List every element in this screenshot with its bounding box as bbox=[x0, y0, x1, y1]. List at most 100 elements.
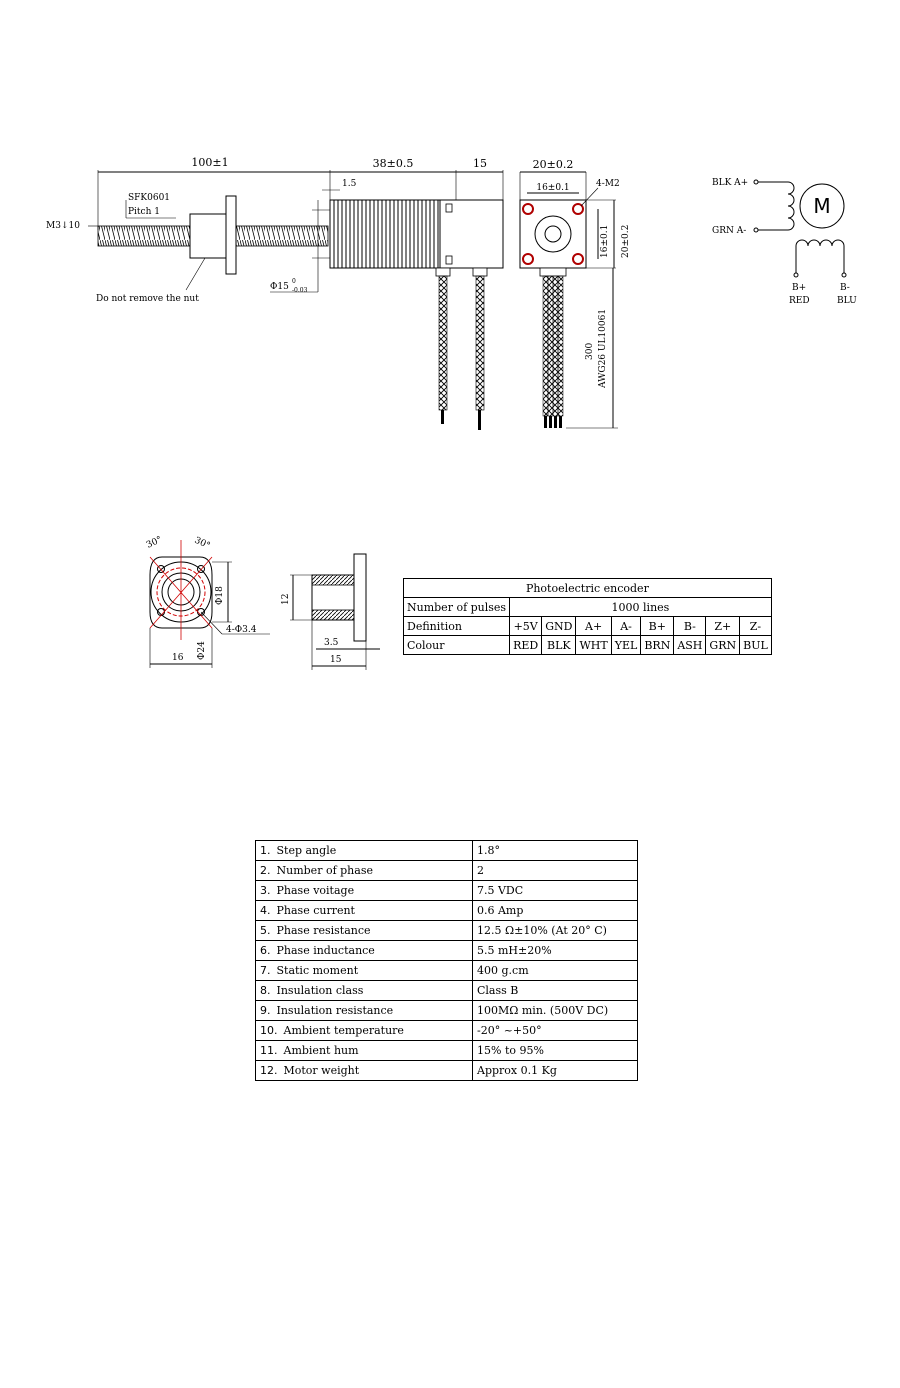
definition-cell: +5V bbox=[509, 616, 543, 636]
spec-param-label: Insulation class bbox=[276, 984, 364, 997]
spec-param-label: Phase current bbox=[276, 904, 355, 917]
label-holes: 4-M2 bbox=[596, 179, 620, 189]
spec-num: 7. bbox=[260, 964, 271, 977]
spec-param: 1.Step angle bbox=[255, 840, 473, 861]
colour-label: Colour bbox=[402, 635, 511, 655]
spec-num: 8. bbox=[260, 984, 271, 997]
dim-body-length: 38±0.5 bbox=[373, 157, 414, 170]
label-a-plus: BLK A+ bbox=[712, 178, 748, 188]
spec-param-label: Ambient temperature bbox=[283, 1024, 404, 1037]
spec-param-label: Static moment bbox=[276, 964, 359, 977]
dim-width-inner: 16±0.1 bbox=[536, 183, 569, 193]
spec-row: 3. Phase voitage 7.5 VDC bbox=[255, 880, 638, 901]
spec-row: 5. Phase resistance 12.5 Ω±10% (At 20° C) bbox=[255, 920, 638, 941]
spec-param-label: Ambient hum bbox=[283, 1044, 359, 1057]
colour-cell: RED bbox=[509, 635, 543, 655]
spec-value: 2 bbox=[472, 860, 638, 881]
dim-encoder-length: 15 bbox=[473, 157, 487, 170]
spec-value: 100MΩ min. (500V DC) bbox=[472, 1000, 638, 1021]
front-view: 20±0.2 16±0.1 4-M2 16±0.1 20±0.2 300 bbox=[519, 158, 631, 429]
label-b-plus: B+ bbox=[792, 283, 806, 293]
encoder-table: Photoelectric encoder Number of pulses 1… bbox=[402, 578, 772, 655]
label-pitch: Pitch 1 bbox=[128, 207, 160, 217]
dim-boss-tol-upper: 0 bbox=[292, 278, 296, 285]
spec-param-label: Phase inductance bbox=[276, 944, 375, 957]
label-nut-model: SFK0601 bbox=[128, 193, 170, 203]
label-wire: AWG26 UL10061 bbox=[598, 309, 608, 389]
dim-width-outer: 20±0.2 bbox=[533, 158, 574, 171]
spec-value: 400 g.cm bbox=[472, 960, 638, 981]
spec-row: 11. Ambient hum 15% to 95% bbox=[255, 1040, 638, 1061]
colour-cell: WHT bbox=[575, 635, 612, 655]
definition-cell: A+ bbox=[575, 616, 612, 636]
spec-value: Class B bbox=[472, 980, 638, 1001]
spec-param: 8. Insulation class bbox=[255, 980, 473, 1001]
spec-param-label: Step angle bbox=[276, 844, 337, 857]
spec-value: 7.5 VDC bbox=[472, 880, 638, 901]
label-a-minus: GRN A- bbox=[712, 226, 746, 236]
encoder-colour-row: Colour RED BLK WHT YEL BRN ASH GRN BUL bbox=[402, 635, 772, 655]
spec-num: 12. bbox=[260, 1064, 278, 1077]
dim-boss-diameter: Φ15 bbox=[270, 282, 289, 292]
spec-param: 7. Static moment bbox=[255, 960, 473, 981]
spec-row: 2. Number of phase 2 bbox=[255, 860, 638, 881]
dim-flange-thick: 3.5 bbox=[324, 638, 339, 648]
spec-value: 12.5 Ω±10% (At 20° C) bbox=[472, 920, 638, 941]
spec-param-label: Phase voitage bbox=[276, 884, 355, 897]
spec-num: 9. bbox=[260, 1004, 271, 1017]
spec-row: 9. Insulation resistance 100MΩ min. (500V … bbox=[255, 1000, 638, 1021]
spec-num: 10. bbox=[260, 1024, 278, 1037]
spec-num: 2. bbox=[260, 864, 271, 877]
spec-param-label: Phase resistance bbox=[276, 924, 371, 937]
label-b-minus: B- bbox=[840, 283, 850, 293]
spec-row: 8. Insulation class Class B bbox=[255, 980, 638, 1001]
encoder-title: Photoelectric encoder bbox=[403, 578, 772, 598]
spec-param: 6.Phase inductance bbox=[255, 940, 473, 961]
label-nut-warning: Do not remove the nut bbox=[96, 294, 199, 304]
spec-num: 11. bbox=[260, 1044, 278, 1057]
spec-row: 10. Ambient temperature -20° ~+50° bbox=[255, 1020, 638, 1041]
motor-symbol bbox=[799, 183, 845, 229]
spec-value: 1.8° bbox=[472, 840, 638, 861]
pulses-value: 1000 lines bbox=[509, 597, 772, 617]
angle-right: 30° bbox=[193, 536, 212, 552]
definition-cell: Z+ bbox=[705, 616, 741, 636]
dim-width: 16 bbox=[172, 653, 184, 663]
colour-cell: BLK bbox=[541, 635, 577, 655]
dim-height: 12 bbox=[281, 594, 291, 605]
motor-label: M bbox=[813, 194, 830, 218]
side-view: 100±1 38±0.5 15 1.5 SFK0601 Pitch 1 M3↓1… bbox=[46, 156, 504, 430]
dim-holes: 4-Φ3.4 bbox=[226, 625, 257, 635]
nut-side-view: 12 3.5 15 bbox=[281, 553, 380, 670]
spec-param-label: Insulation resistance bbox=[276, 1004, 394, 1017]
spec-param: 11. Ambient hum bbox=[255, 1040, 473, 1061]
dim-height-outer: 20±0.2 bbox=[621, 225, 631, 258]
spec-param-label: Number of phase bbox=[276, 864, 373, 877]
spec-param: 3. Phase voitage bbox=[255, 880, 473, 901]
angle-left: 30° bbox=[145, 535, 164, 551]
definition-cell: A- bbox=[610, 616, 642, 636]
spec-value: 0.6 Amp bbox=[472, 900, 638, 921]
spec-param: 5. Phase resistance bbox=[255, 920, 473, 941]
spec-param-label: Motor weight bbox=[283, 1064, 360, 1077]
encoder-pulses-row: Number of pulses 1000 lines bbox=[402, 597, 772, 617]
spec-param: 10. Ambient temperature bbox=[255, 1020, 473, 1041]
label-thread: M3↓10 bbox=[46, 221, 80, 231]
dim-height-inner: 16±0.1 bbox=[600, 225, 610, 258]
spec-num: 3. bbox=[260, 884, 271, 897]
dim-flange-dia: Φ18 bbox=[215, 586, 225, 605]
colour-cell: ASH bbox=[673, 635, 707, 655]
definition-cell: GND bbox=[541, 616, 577, 636]
dim-outer-dia: Φ24 bbox=[197, 641, 207, 660]
colour-cell: YEL bbox=[610, 635, 642, 655]
spec-value: -20° ~+50° bbox=[472, 1020, 638, 1041]
spec-num: 5. bbox=[260, 924, 271, 937]
wiring-diagram: BLK A+ GRN A- M B+ RED B- BLU bbox=[712, 178, 857, 306]
spec-value: 15% to 95% bbox=[472, 1040, 638, 1061]
label-b-minus-color: BLU bbox=[837, 296, 857, 306]
spec-param: 2. Number of phase bbox=[255, 860, 473, 881]
